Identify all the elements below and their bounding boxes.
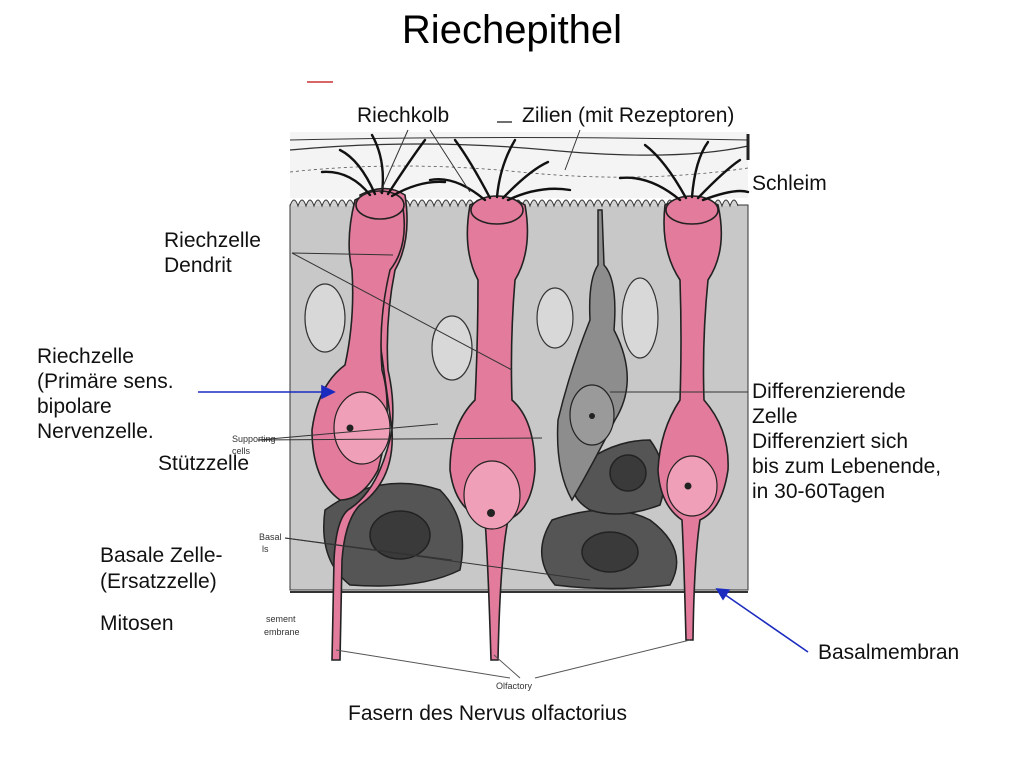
label-mitosen: Mitosen (100, 612, 174, 635)
label-dendrit-line1: Riechzelle (164, 229, 261, 252)
nerve-fiber-lines (335, 639, 691, 679)
figure-label-supporting-2: cells (232, 446, 251, 456)
label-zilien: Zilien (mit Rezeptoren) (522, 104, 735, 127)
label-basale-line1: Basale Zelle- (100, 544, 223, 567)
figure-label-membrane-1: sement (266, 614, 296, 624)
label-diff-line1: Differenzierende (752, 380, 906, 403)
mucus-layer (289, 132, 749, 198)
basal-cells (323, 439, 678, 590)
label-basale-line2: (Ersatzzelle) (100, 570, 217, 593)
label-basalmembran: Basalmembran (818, 641, 960, 664)
label-diff-line2: Zelle (752, 405, 798, 428)
page-title: Riechepithel (401, 8, 623, 52)
label-schleim: Schleim (752, 172, 827, 195)
figure-label-olfactory: Olfactory (496, 681, 533, 691)
figure-label-basal-2: ls (262, 544, 269, 554)
label-riechzelle-line4: Nervenzelle. (37, 420, 154, 443)
label-stuetzzelle: Stützzelle (158, 452, 250, 475)
label-riechzelle-line2: (Primäre sens. (37, 370, 174, 393)
figure-label-supporting-1: Supporting (232, 434, 276, 444)
label-riechkolb: Riechkolb (357, 104, 450, 127)
label-diff-line4: bis zum Lebenende, (752, 455, 942, 478)
differentiating-cell (556, 209, 628, 502)
label-fasern: Fasern des Nervus olfactorius (348, 702, 627, 725)
olfactory-cell-nuclei (333, 391, 718, 530)
label-dendrit-line2: Dendrit (164, 254, 232, 277)
figure-label-membrane-2: embrane (264, 627, 300, 637)
supporting-cell-nuclei (304, 277, 659, 381)
leader-lines (257, 129, 748, 581)
label-riechzelle-line1: Riechzelle (37, 345, 134, 368)
figure-label-basal-1: Basal (259, 532, 282, 542)
label-riechzelle-line3: bipolare (37, 395, 112, 418)
label-diff-line5: in 30-60Tagen (752, 480, 886, 503)
pointer-arrows (198, 384, 809, 653)
nucleoli (346, 424, 692, 517)
olfactory-knobs (355, 190, 719, 225)
label-diff-line3: Differenziert sich (752, 430, 909, 453)
